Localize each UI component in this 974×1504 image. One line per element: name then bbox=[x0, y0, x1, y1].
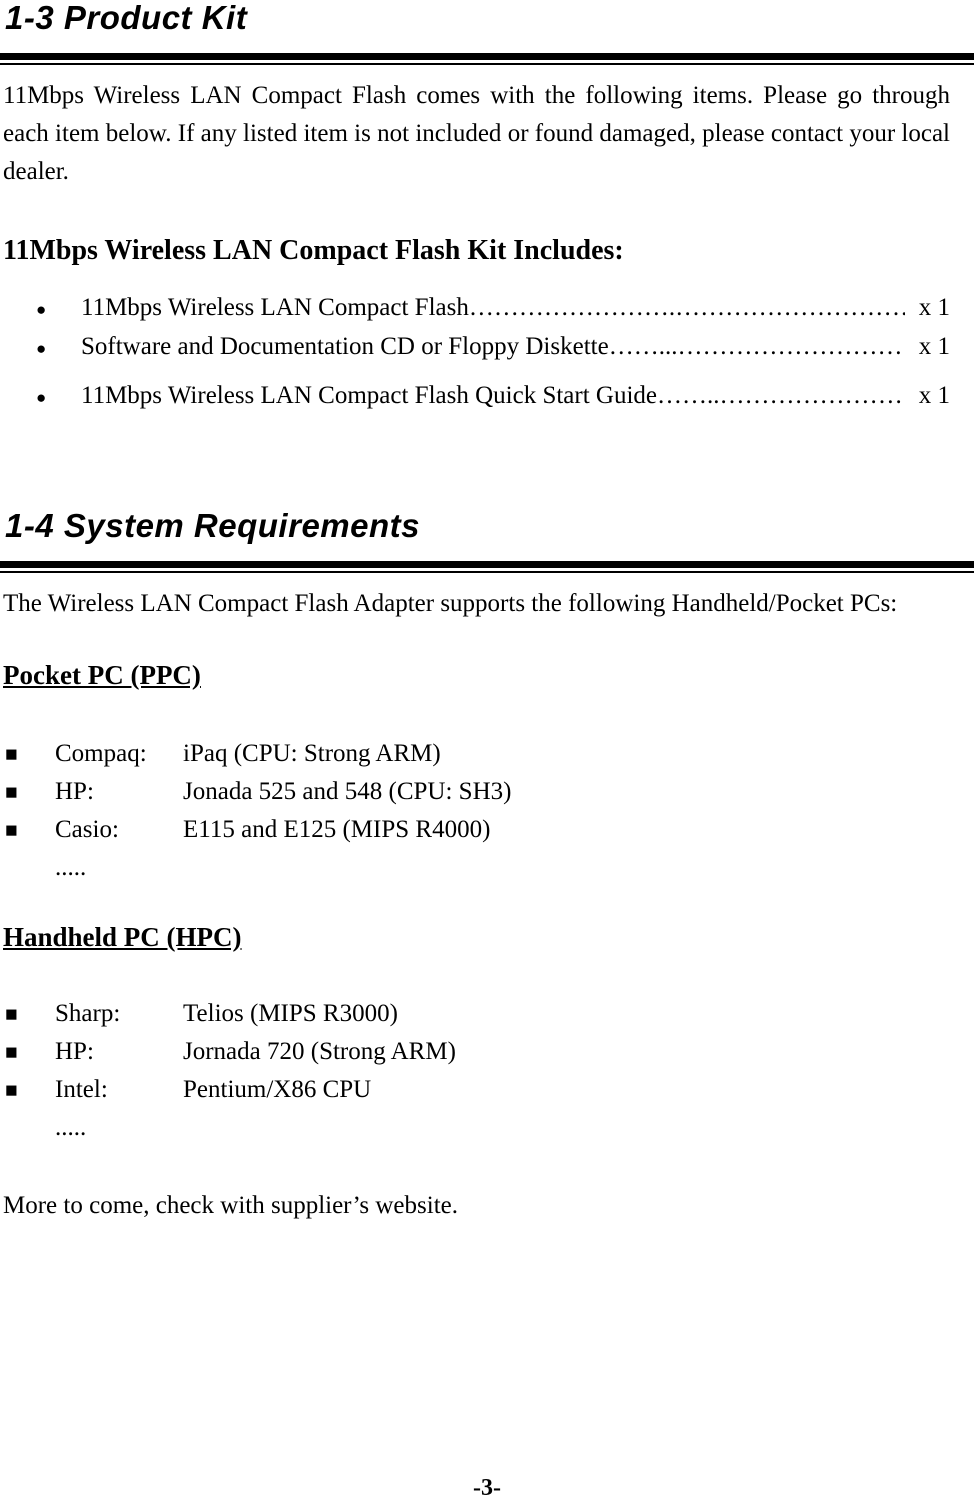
kit-item-label: Software and Documentation CD or Floppy … bbox=[81, 333, 609, 360]
kit-item-qty: x 1 bbox=[918, 294, 950, 321]
square-bullet-icon: ■ bbox=[5, 780, 18, 804]
brand-label: HP: bbox=[55, 1038, 94, 1065]
device-row: ■ Sharp: Telios (MIPS R3000) bbox=[5, 995, 950, 1033]
section-title-system-requirements: 1-4 System Requirements bbox=[5, 507, 420, 544]
pocket-pc-list: ■ Compaq: iPaq (CPU: Strong ARM) ■ HP: J… bbox=[3, 735, 950, 887]
square-bullet-icon: ■ bbox=[5, 1078, 18, 1102]
section-title-product-kit: 1-3 Product Kit bbox=[5, 0, 248, 36]
round-bullet-icon: ● bbox=[36, 300, 47, 319]
system-requirements-intro: The Wireless LAN Compact Flash Adapter s… bbox=[3, 590, 898, 617]
more-ellipsis: ..... bbox=[55, 854, 87, 881]
device-label: E115 and E125 (MIPS R4000) bbox=[183, 816, 491, 843]
brand-label: HP: bbox=[55, 778, 94, 805]
device-label: iPaq (CPU: Strong ARM) bbox=[183, 740, 441, 767]
round-bullet-icon: ● bbox=[36, 388, 47, 407]
device-row: ■ Compaq: iPaq (CPU: Strong ARM) bbox=[5, 735, 950, 773]
page-number: -3- bbox=[473, 1475, 501, 1501]
device-label: Jonada 525 and 548 (CPU: SH3) bbox=[183, 778, 512, 805]
kit-item-qty: x 1 bbox=[918, 333, 950, 360]
dot-leader: ……..……………………………. bbox=[657, 382, 905, 409]
pocket-pc-heading: Pocket PC (PPC) bbox=[3, 660, 201, 690]
section-divider bbox=[0, 53, 974, 65]
more-to-come-note: More to come, check with supplier’s webs… bbox=[3, 1192, 458, 1219]
square-bullet-icon: ■ bbox=[5, 818, 18, 842]
device-row: ■ HP: Jonada 525 and 548 (CPU: SH3) bbox=[5, 773, 950, 811]
device-label: Jornada 720 (Strong ARM) bbox=[183, 1038, 456, 1065]
product-kit-intro: 11Mbps Wireless LAN Compact Flash comes … bbox=[3, 82, 950, 185]
square-bullet-icon: ■ bbox=[5, 1040, 18, 1064]
kit-item-qty: x 1 bbox=[918, 382, 950, 409]
kit-items-list: ● 11Mbps Wireless LAN Compact Flash……………… bbox=[3, 289, 950, 416]
section-system-requirements: 1-4 System Requirements The Wireless LAN… bbox=[0, 507, 974, 1225]
more-ellipsis-row: ..... bbox=[5, 1109, 950, 1147]
device-label: Telios (MIPS R3000) bbox=[183, 1000, 398, 1027]
more-ellipsis-row: ..... bbox=[5, 849, 950, 887]
kit-includes-heading: 11Mbps Wireless LAN Compact Flash Kit In… bbox=[3, 235, 624, 266]
device-row: ■ HP: Jornada 720 (Strong ARM) bbox=[5, 1033, 950, 1071]
brand-label: Compaq: bbox=[55, 740, 147, 767]
kit-item-label: 11Mbps Wireless LAN Compact Flash bbox=[81, 294, 469, 321]
device-label: Pentium/X86 CPU bbox=[183, 1076, 372, 1103]
dot-leader: ……...……………………………………. bbox=[608, 333, 905, 360]
brand-label: Sharp: bbox=[55, 1000, 121, 1027]
device-row: ■ Casio: E115 and E125 (MIPS R4000) bbox=[5, 811, 950, 849]
section-product-kit: 1-3 Product Kit 11Mbps Wireless LAN Comp… bbox=[0, 0, 974, 416]
dot-leader: …………………….…………………………………… bbox=[468, 294, 905, 321]
kit-item: ● 11Mbps Wireless LAN Compact Flash Quic… bbox=[36, 377, 950, 416]
kit-item-label: 11Mbps Wireless LAN Compact Flash Quick … bbox=[81, 382, 658, 409]
more-ellipsis: ..... bbox=[55, 1114, 87, 1141]
kit-item: ● Software and Documentation CD or Flopp… bbox=[36, 328, 950, 367]
round-bullet-icon: ● bbox=[36, 339, 47, 358]
kit-item: ● 11Mbps Wireless LAN Compact Flash……………… bbox=[36, 289, 950, 328]
square-bullet-icon: ■ bbox=[5, 742, 18, 766]
square-bullet-icon: ■ bbox=[5, 1002, 18, 1026]
handheld-pc-heading: Handheld PC (HPC) bbox=[3, 922, 242, 952]
device-row: ■ Intel: Pentium/X86 CPU bbox=[5, 1071, 950, 1109]
brand-label: Intel: bbox=[55, 1076, 108, 1103]
brand-label: Casio: bbox=[55, 816, 119, 843]
handheld-pc-list: ■ Sharp: Telios (MIPS R3000) ■ HP: Jorna… bbox=[3, 995, 950, 1147]
section-divider bbox=[0, 561, 974, 573]
